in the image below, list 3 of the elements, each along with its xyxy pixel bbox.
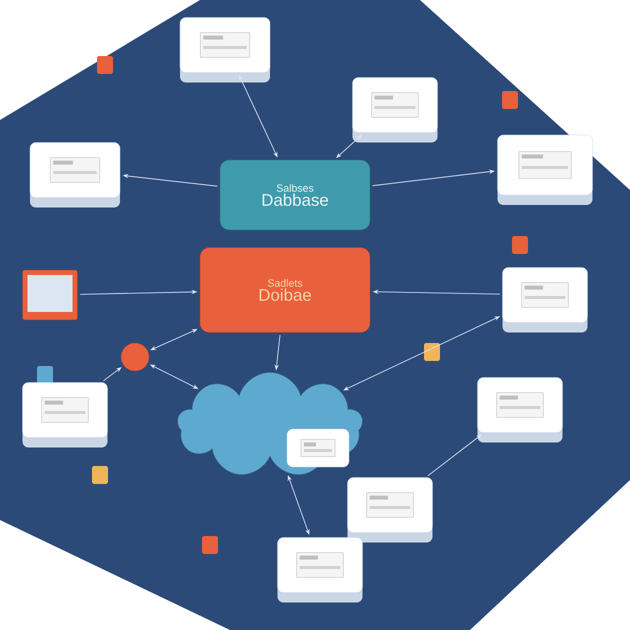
- status-circle: [120, 342, 150, 372]
- database-box: Sadlets Doibae: [200, 247, 370, 333]
- database-box: Salbses Dabbase: [220, 160, 370, 230]
